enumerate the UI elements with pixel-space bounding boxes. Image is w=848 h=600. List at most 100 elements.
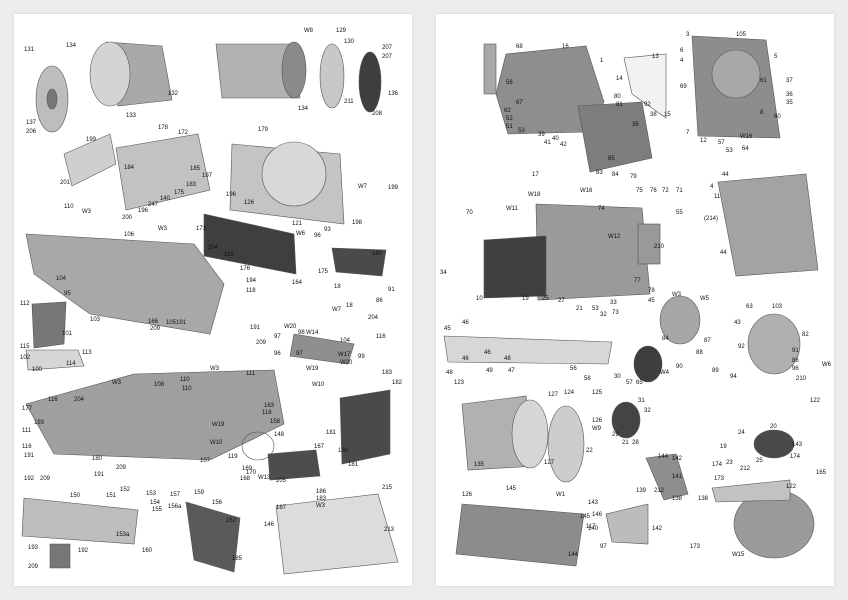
part-label: 89 <box>712 368 719 374</box>
part-label: 126 <box>462 492 473 498</box>
part-label: 207 <box>382 54 393 60</box>
part-label: W6 <box>296 231 305 237</box>
part-label: 174 <box>712 462 723 468</box>
part-label: 85 <box>608 156 615 162</box>
part-label: W1 <box>556 492 565 498</box>
part-label: W3 <box>158 226 167 232</box>
part-label: 68 <box>516 44 523 50</box>
part-label: 78 <box>648 288 655 294</box>
part-label: 145 <box>580 514 591 520</box>
part-label: 25 <box>542 296 549 302</box>
part-label: 41 <box>544 140 551 146</box>
part-label: 138 <box>698 496 709 502</box>
part-label: 106 <box>124 232 135 238</box>
part-label: 207 <box>382 45 393 51</box>
part-label: 21 <box>576 306 583 312</box>
part-label: W20 <box>340 360 353 366</box>
right-page: 68 16 1 56 67 62 52 51 53 39 41 40 42 80… <box>436 14 834 586</box>
part-label: W15 <box>732 552 745 558</box>
part-label: 34 <box>440 270 447 276</box>
part-label: 74 <box>598 206 605 212</box>
part-label: 46 <box>462 320 469 326</box>
part-label: 97 <box>274 334 281 340</box>
part-label: 210 <box>796 376 807 382</box>
part-label: 145 <box>506 486 517 492</box>
part-label: 62 <box>504 108 511 114</box>
part-label: 151 <box>106 493 117 499</box>
part-label: 209 <box>116 465 127 471</box>
part-label: 84 <box>662 336 669 342</box>
part-label: 156a <box>168 504 182 510</box>
part-label: 192 <box>24 476 35 482</box>
part-label: 21 <box>622 440 629 446</box>
part-label: 52 <box>506 116 513 122</box>
part-label: 90 <box>676 364 683 370</box>
part-label: 153 <box>146 491 157 497</box>
part-label: 131 <box>24 47 35 53</box>
part-label: W3 <box>210 366 219 372</box>
part-label: 117 <box>586 524 596 530</box>
part-label: 80 <box>614 94 621 100</box>
part-label: 212 <box>654 488 665 494</box>
part-label: 180 <box>92 456 103 462</box>
part-label: W3 <box>672 292 681 298</box>
part-label: 204 <box>368 315 379 321</box>
part-label: 193 <box>28 545 39 551</box>
part-label: 1 <box>600 58 604 64</box>
part-label: W5 <box>700 296 709 302</box>
part-label: 191 <box>94 472 105 478</box>
part-label: 185 <box>190 166 201 172</box>
part-label: 82 <box>802 332 809 338</box>
part-label: 118 <box>246 288 256 294</box>
part-label: 155 <box>152 507 163 513</box>
part-label: 211 <box>344 99 354 105</box>
part-label: 60 <box>774 114 781 120</box>
part-label: W7 <box>332 307 341 313</box>
part-label: 199 <box>86 137 97 143</box>
part-label: 108 <box>154 382 165 388</box>
part-label: 46 <box>484 350 491 356</box>
part-label: 114 <box>66 361 76 367</box>
part-label: 200 <box>122 215 133 221</box>
part-label: W13 <box>258 475 271 481</box>
part-label: 51 <box>506 124 513 130</box>
part-label: 102 <box>20 355 31 361</box>
part-label: 208 <box>372 111 383 117</box>
part-label: 140 <box>160 196 171 202</box>
part-label: 30 <box>614 374 621 380</box>
part-label: 176 <box>240 266 251 272</box>
part-label: 99 <box>358 354 365 360</box>
part-label: 6 <box>680 48 684 54</box>
part-label: 91 <box>792 348 799 354</box>
part-label: 57 <box>718 140 725 146</box>
part-label: 88 <box>696 350 703 356</box>
part-label: 73 <box>612 310 619 316</box>
part-label: 20 <box>770 424 777 430</box>
part-label: 45 <box>648 298 655 304</box>
part-label: 146 <box>592 512 603 518</box>
part-label: 127 <box>548 392 559 398</box>
part-label: 168 <box>240 476 251 482</box>
part-label: 154 <box>150 500 161 506</box>
part-label: 177 <box>22 406 33 412</box>
part-label: 107 <box>200 458 211 464</box>
right-page-drawing <box>443 35 819 567</box>
part-label: 135 <box>474 462 485 468</box>
part-label: 175 <box>174 190 185 196</box>
part-label: 247 <box>148 202 159 208</box>
part-label: 125 <box>592 390 603 396</box>
part-label: 159 <box>194 490 205 496</box>
part-label: 113 <box>82 350 92 356</box>
part-label: 84 <box>612 172 619 178</box>
part-label: 32 <box>644 408 651 414</box>
part-label: 204 <box>74 397 85 403</box>
part-label: 13 <box>652 54 659 60</box>
part-label: 116 <box>48 397 58 403</box>
part-label: 146 <box>264 522 275 528</box>
part-label: 173 <box>714 476 725 482</box>
part-label: 48 <box>504 356 511 362</box>
part-label: 160 <box>142 548 153 554</box>
part-label: 33 <box>610 300 617 306</box>
part-label: 86 <box>792 358 799 364</box>
part-label: W20 <box>284 324 297 330</box>
